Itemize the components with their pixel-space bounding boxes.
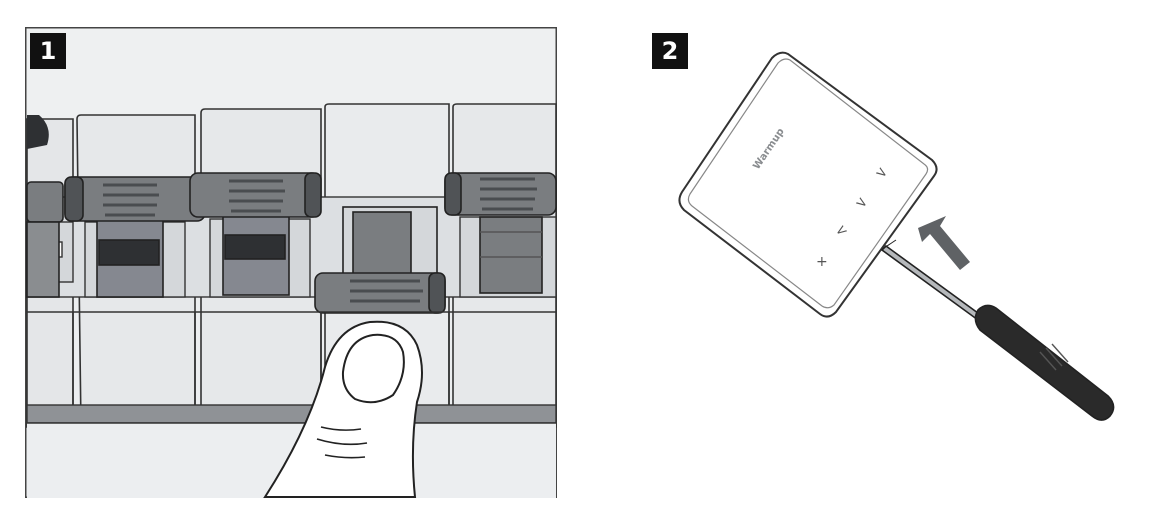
finger-press-icon (263, 320, 423, 498)
breaker-toggle-1 (64, 176, 206, 298)
breaker-toggle-2 (189, 172, 322, 296)
screwdriver-icon (880, 239, 1115, 421)
step-2-number: 2 (652, 33, 688, 69)
top-left-knob (27, 115, 49, 149)
thermostat-svg: Warmup + < > > (678, 51, 1115, 421)
insert-arrow-icon (918, 216, 970, 270)
thermostat-device-icon: Warmup + < > > (678, 51, 938, 318)
breaker-panel-illustration (25, 27, 557, 498)
breaker-panel-svg (25, 27, 557, 498)
breaker-toggle-0 (26, 181, 64, 298)
plus-button-label: + (816, 254, 828, 270)
step-1-number: 1 (30, 33, 66, 69)
breaker-toggle-3 (314, 206, 446, 314)
breaker-lower-faces (27, 311, 556, 407)
breaker-toggle-4 (444, 172, 557, 294)
thermostat-illustration: Warmup + < > > (660, 40, 1140, 470)
